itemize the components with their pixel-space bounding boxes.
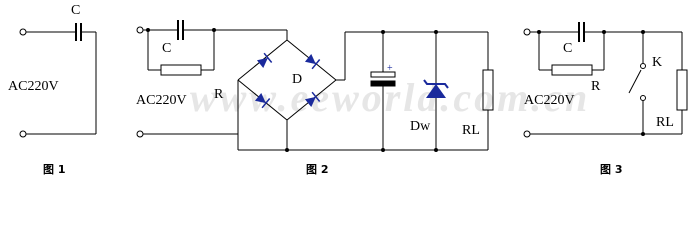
fig3-switch-label: K	[652, 55, 663, 70]
fig2-terminal-bottom	[136, 130, 144, 138]
fig1-caption: 图 1	[43, 163, 66, 176]
fig3-cap-label: C	[563, 41, 573, 56]
fig2-cap-label: C	[162, 41, 172, 56]
bridge-diodes	[254, 52, 321, 109]
fig2-source-label: AC220V	[136, 93, 187, 108]
fig3-switch-contact-bottom	[640, 95, 646, 101]
fig1-terminal-top	[19, 28, 27, 36]
figure1-circuit	[19, 23, 97, 138]
fig2-electrolytic-plus	[370, 71, 396, 78]
fig3-caption: 图 3	[600, 163, 623, 176]
schematics-canvas	[19, 20, 688, 152]
fig3-load-label: RL	[656, 115, 674, 130]
fig2-resistor-r	[160, 64, 202, 76]
fig1-cap-label: C	[71, 3, 81, 18]
fig1-source-label: AC220V	[8, 79, 59, 94]
fig3-terminal-bottom	[523, 130, 531, 138]
fig2-load-rl	[482, 69, 494, 111]
zener-diode-icon	[423, 79, 449, 98]
diode-top-left-icon	[256, 52, 273, 69]
diode-top-right-icon	[304, 53, 321, 70]
fig2-caption: 图 2	[306, 163, 329, 176]
fig3-load-rl	[676, 69, 688, 111]
fig3-resistor-r	[551, 64, 593, 76]
fig3-source-label: AC220V	[524, 93, 575, 108]
junction-dots	[146, 28, 645, 152]
fig2-bridge-label: D	[292, 72, 303, 87]
diode-bottom-right-icon	[304, 91, 321, 108]
diode-bottom-left-icon	[254, 92, 271, 109]
fig2-resistor-label: R	[214, 87, 224, 102]
fig2-terminal-top	[136, 26, 144, 34]
fig2-load-label: RL	[462, 123, 480, 138]
fig3-terminal-top	[523, 28, 531, 36]
fig2-electrolytic-minus	[370, 80, 396, 87]
circuit-diagrams: www.eeworld.com.cn	[8, 3, 688, 176]
fig3-resistor-label: R	[591, 79, 601, 94]
fig3-switch-contact-top	[640, 63, 646, 69]
fig2-electrolytic-plus-label: +	[387, 63, 393, 74]
fig1-terminal-bottom	[19, 130, 27, 138]
fig2-zener-label: Dw	[410, 119, 431, 134]
